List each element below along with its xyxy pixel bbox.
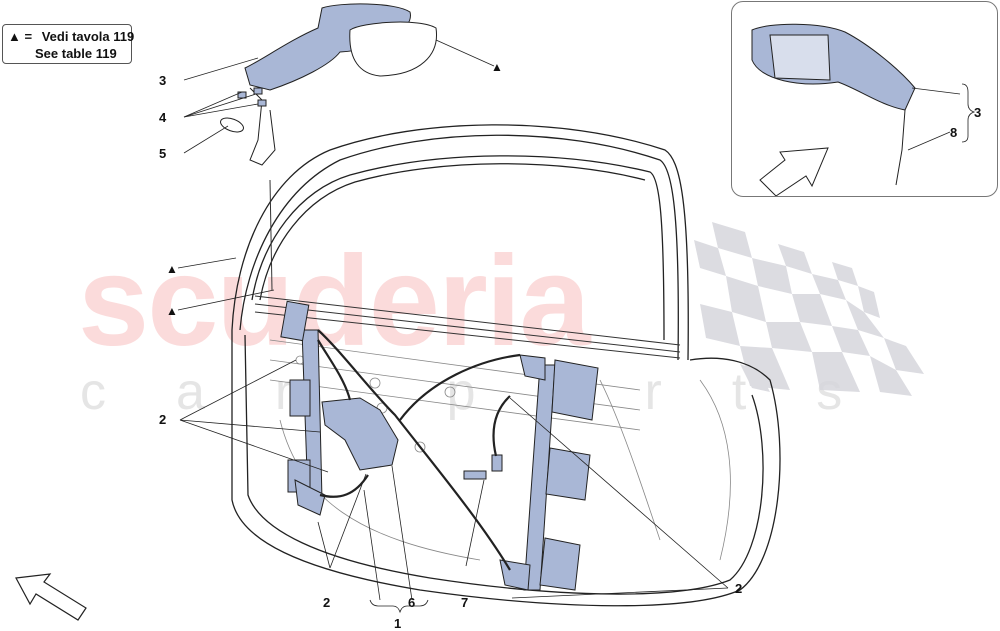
triangle-ref-trim-lower-icon[interactable]: ▲: [166, 304, 178, 318]
inset-view-arrow-icon: [759, 147, 829, 197]
inset-detail-box: [731, 1, 998, 197]
triangle-ref-trim-upper-icon[interactable]: ▲: [166, 262, 178, 276]
watermark-scuderia: scuderia: [78, 230, 590, 373]
callout-2-right[interactable]: 2: [735, 581, 743, 596]
window-regulator: [280, 300, 599, 591]
callout-1[interactable]: 1: [394, 616, 402, 631]
belt-line: [254, 179, 681, 359]
legend-english-text: See table 119: [35, 46, 117, 61]
view-direction-arrow-icon: [15, 573, 87, 621]
callout-3-inset[interactable]: 3: [974, 105, 982, 120]
callout-7[interactable]: 7: [461, 595, 469, 610]
inset-mirror: [751, 23, 916, 197]
callout-2-left-upper[interactable]: 2: [159, 412, 167, 427]
triangle-marker-icon: ▲: [8, 29, 21, 44]
mirror-assembly: [220, 3, 437, 166]
checkered-flag-watermark: [694, 222, 924, 396]
callout-5[interactable]: 5: [159, 146, 167, 161]
callout-6[interactable]: 6: [408, 595, 416, 610]
leader-lines: [177, 39, 976, 614]
regulator-cables: [317, 329, 521, 571]
callout-3[interactable]: 3: [159, 73, 167, 88]
callout-4[interactable]: 4: [159, 110, 167, 125]
triangle-ref-mirror-glass-icon[interactable]: ▲: [491, 60, 503, 74]
legend-box: ▲ = Vedi tavola 119 See table 119: [2, 24, 135, 64]
callout-8-inset[interactable]: 8: [950, 125, 958, 140]
legend-line-1: ▲ = Vedi tavola 119: [8, 29, 135, 44]
legend-italian-text: Vedi tavola 119: [41, 29, 135, 44]
callout-2-left-lower[interactable]: 2: [323, 595, 331, 610]
